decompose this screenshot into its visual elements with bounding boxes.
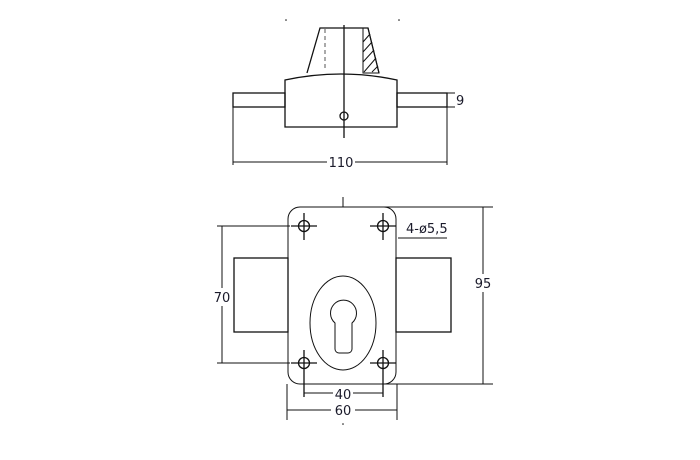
- lock-body: [284, 73, 398, 128]
- center-dot: [342, 423, 344, 425]
- mounting-hole: [291, 350, 317, 397]
- dim-height-right-label: 95: [475, 277, 492, 292]
- escutcheon-oval: [309, 275, 377, 371]
- mounting-holes: [291, 213, 396, 397]
- mounting-hole: [370, 213, 396, 240]
- hatch-lines: [362, 33, 379, 73]
- hatched-section: [362, 27, 380, 74]
- hole-callout-label: 4-ø5,5: [406, 222, 448, 237]
- dim-width-label: 110: [329, 156, 354, 171]
- front-view: 70 95 40 60 4-ø5,5: [214, 197, 493, 425]
- mounting-plate: [287, 206, 397, 385]
- left-bolt-bar: [232, 92, 286, 108]
- keyhole: [330, 299, 357, 354]
- right-bolt: [395, 257, 452, 333]
- dim-height-left-label: 70: [214, 291, 231, 306]
- pin-circle: [339, 111, 349, 121]
- left-bolt: [233, 257, 289, 333]
- marker-dot: [285, 19, 287, 21]
- dim-plate-width-label: 60: [335, 404, 352, 419]
- mounting-hole: [291, 213, 317, 240]
- dim-hole-spacing-label: 40: [335, 388, 352, 403]
- right-bolt-bar: [396, 92, 448, 108]
- label-bg: [333, 386, 353, 400]
- mounting-hole: [370, 350, 396, 397]
- marker-dot: [398, 19, 400, 21]
- top-view: 110 9: [232, 19, 464, 171]
- dim-bar-height-label: 9: [456, 94, 464, 109]
- cylinder-cone: [306, 27, 380, 74]
